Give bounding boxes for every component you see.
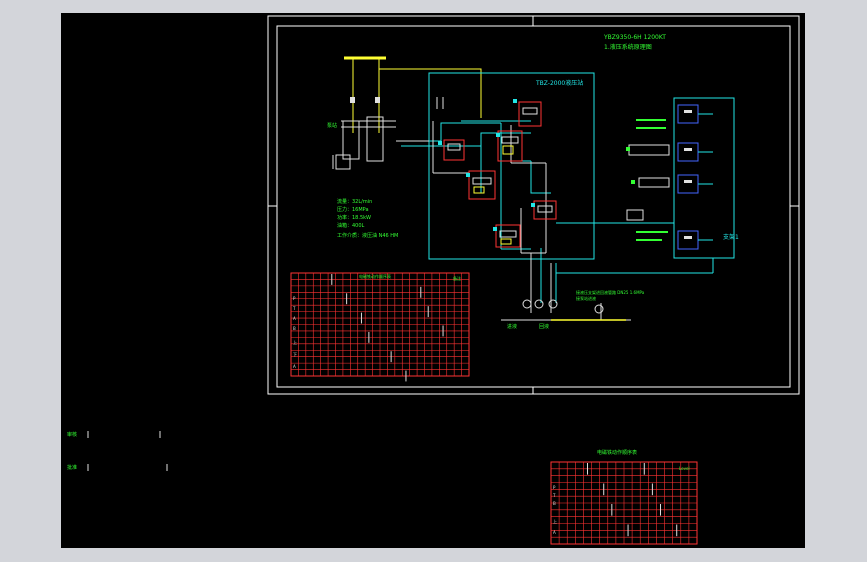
right-group-box bbox=[673, 97, 735, 259]
svg-text:P: P bbox=[553, 485, 556, 490]
bottom-table-corner: Level bbox=[679, 466, 690, 471]
left-unit-label: 泵站 bbox=[327, 122, 337, 129]
pump-unit bbox=[332, 116, 396, 170]
svg-text:流量：32L/min: 流量：32L/min bbox=[337, 198, 372, 205]
title-line1: YBZ9350-6H 1200KT bbox=[603, 34, 666, 41]
valve-blocks bbox=[443, 101, 557, 248]
pipe-note: 接液压支架进回液管路 DN25 1.6MPa bbox=[576, 289, 645, 295]
main-solenoid-table: 电磁铁动作顺序表 备注 P T A B 上 下 A bbox=[290, 272, 470, 382]
svg-text:B: B bbox=[293, 326, 296, 331]
svg-text:下: 下 bbox=[293, 352, 297, 357]
svg-text:A: A bbox=[293, 364, 296, 369]
right-valve-group bbox=[626, 104, 713, 250]
valve-symbols bbox=[447, 107, 553, 245]
side-marks: 审核 批准 bbox=[67, 431, 168, 471]
pipe-note-2: 接泵站进液 bbox=[576, 295, 596, 301]
central-box bbox=[428, 72, 595, 260]
bottom-table-row-labels: P T B 上 A bbox=[552, 485, 557, 535]
svg-text:工作介质：液压油 N46 HM: 工作介质：液压油 N46 HM bbox=[337, 232, 398, 239]
tank-caps bbox=[350, 97, 380, 103]
svg-text:P: P bbox=[293, 296, 296, 301]
svg-text:批准: 批准 bbox=[67, 464, 77, 471]
spec-notes: 流量：32L/min 压力：16MPa 功率：18.5kW 油箱：400L 工作… bbox=[337, 198, 398, 239]
central-box-title: TBZ-2000液压站 bbox=[535, 79, 583, 87]
main-table-row-labels: P T A B 上 下 A bbox=[292, 296, 297, 369]
cad-viewport[interactable]: YBZ9350-6H 1200KT 1.液压系统原理图 TBZ-2000液压站 bbox=[61, 13, 805, 548]
right-group-label: 支架1 bbox=[723, 233, 739, 241]
svg-text:油箱：400L: 油箱：400L bbox=[337, 222, 365, 229]
pipe-main bbox=[379, 68, 482, 118]
svg-text:压力：16MPa: 压力：16MPa bbox=[337, 206, 369, 213]
svg-text:A: A bbox=[553, 530, 556, 535]
drawing-canvas: YBZ9350-6H 1200KT 1.液压系统原理图 TBZ-2000液压站 bbox=[67, 15, 800, 545]
svg-text:审核: 审核 bbox=[67, 431, 77, 438]
bottom-table-title: 电磁铁动作顺序表 bbox=[597, 449, 637, 456]
svg-text:T: T bbox=[292, 306, 296, 311]
bottom-solenoid-table: 电磁铁动作顺序表 Level P T B 上 A bbox=[550, 449, 698, 545]
pressure-gauges bbox=[438, 99, 535, 231]
right-group-labels bbox=[626, 119, 668, 241]
pipe-return bbox=[396, 97, 631, 321]
pipe-pressure bbox=[401, 72, 735, 303]
title-line2: 1.液压系统原理图 bbox=[604, 43, 652, 51]
svg-text:A: A bbox=[293, 316, 296, 321]
right-group-dots bbox=[684, 110, 692, 239]
svg-text:上: 上 bbox=[553, 518, 557, 524]
pump-label-right: 回液 bbox=[539, 323, 549, 330]
main-table-corner: 备注 bbox=[453, 275, 461, 281]
main-table-title: 电磁铁动作顺序表 bbox=[359, 273, 391, 279]
svg-text:上: 上 bbox=[293, 339, 297, 345]
svg-text:功率：18.5kW: 功率：18.5kW bbox=[337, 214, 371, 221]
pump-label-left: 进液 bbox=[507, 323, 517, 330]
svg-text:B: B bbox=[553, 501, 556, 506]
bottom-pumps bbox=[522, 299, 604, 314]
frame-ticks bbox=[268, 16, 799, 394]
svg-text:T: T bbox=[552, 493, 556, 498]
